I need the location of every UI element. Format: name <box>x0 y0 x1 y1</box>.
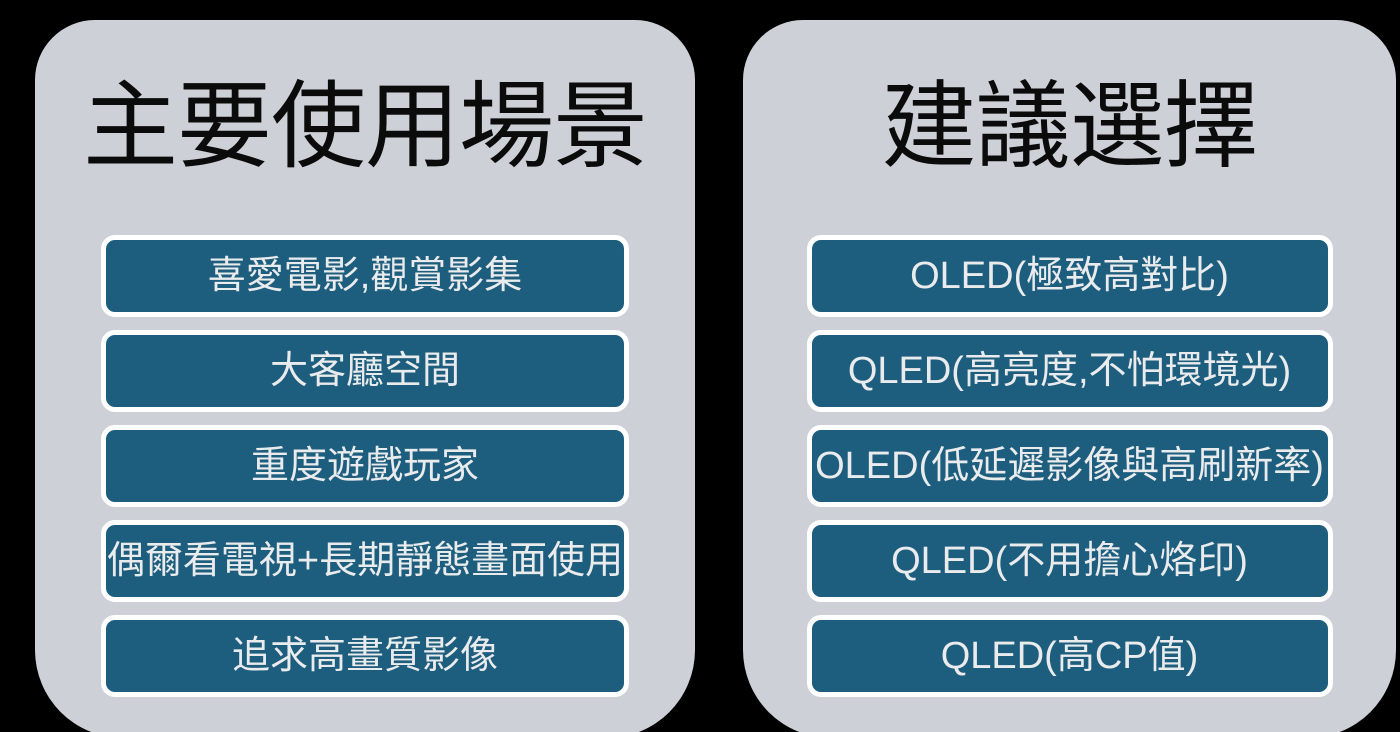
recommendation-pill-qled-high-cp: QLED(高CP值) <box>806 615 1333 697</box>
recommendations-panel: 建議選擇 OLED(極致高對比) QLED(高亮度,不怕環境光) OLED(低延… <box>743 20 1396 732</box>
scenario-pill-movies: 喜愛電影,觀賞影集 <box>101 235 629 317</box>
recommendation-pill-oled-contrast: OLED(極致高對比) <box>806 235 1333 317</box>
usage-scenarios-panel: 主要使用場景 喜愛電影,觀賞影集 大客廳空間 重度遊戲玩家 偶爾看電視+長期靜態… <box>35 20 695 732</box>
usage-scenarios-list: 喜愛電影,觀賞影集 大客廳空間 重度遊戲玩家 偶爾看電視+長期靜態畫面使用 追求… <box>35 235 695 697</box>
scenario-pill-large-living-room: 大客廳空間 <box>101 330 629 412</box>
recommendation-pill-qled-brightness: QLED(高亮度,不怕環境光) <box>806 330 1333 412</box>
usage-scenarios-title-area: 主要使用場景 <box>35 20 695 235</box>
scenario-pill-static-content: 偶爾看電視+長期靜態畫面使用 <box>101 520 629 602</box>
usage-scenarios-title: 主要使用場景 <box>82 74 648 180</box>
recommendations-list: OLED(極致高對比) QLED(高亮度,不怕環境光) OLED(低延遲影像與高… <box>743 235 1396 697</box>
recommendations-title-area: 建議選擇 <box>743 20 1396 235</box>
scenario-pill-high-image-quality: 追求高畫質影像 <box>101 615 629 697</box>
recommendation-pill-qled-no-burn-in: QLED(不用擔心烙印) <box>806 520 1333 602</box>
scenario-pill-heavy-gamer: 重度遊戲玩家 <box>101 425 629 507</box>
recommendations-title: 建議選擇 <box>881 74 1258 180</box>
recommendation-pill-oled-low-latency: OLED(低延遲影像與高刷新率) <box>806 425 1333 507</box>
